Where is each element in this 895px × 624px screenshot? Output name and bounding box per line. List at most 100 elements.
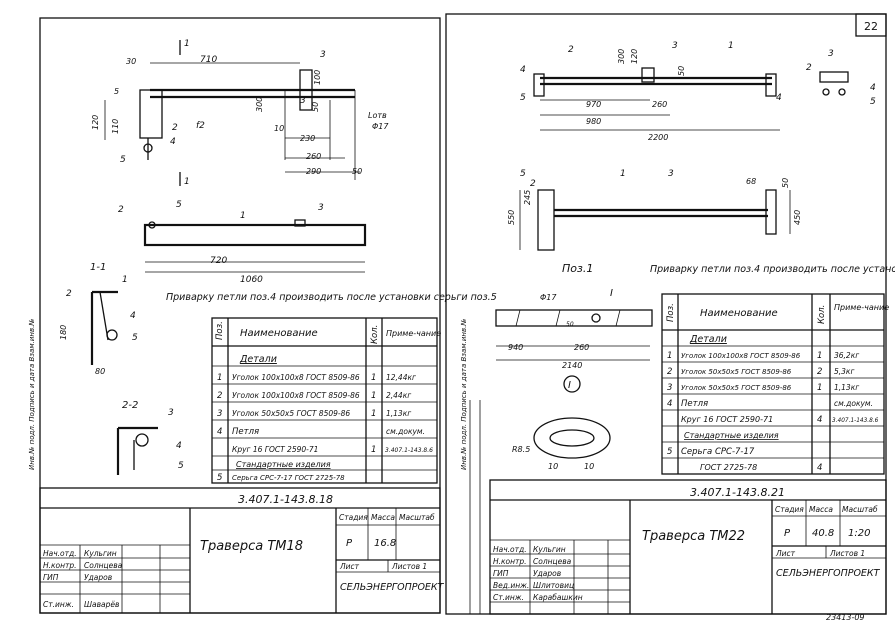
right-spec-r5-note: 3.407.1-143.8.6 (832, 418, 879, 424)
page-number: 22 (864, 20, 878, 33)
right-spec-r5-qty: 4 (817, 415, 822, 425)
left-spec-r2-pos: 2 (217, 391, 222, 401)
dim-30: 30 (126, 57, 136, 66)
right-signer-1-name: Солнцева (533, 557, 572, 566)
dim-10: 10 (274, 124, 284, 133)
callout-4: 4 (170, 137, 176, 147)
right-title: Траверса ТМ22 (642, 529, 745, 544)
dim-290: 290 (306, 167, 321, 176)
left-spec-r6-name: Стандартные изделия (236, 460, 331, 469)
right-org: СЕЛЬЭНЕРГОПРОЕКТ (776, 568, 881, 579)
right-spec-r3-note: 1,13кг (834, 383, 859, 392)
loop-detail (533, 417, 611, 459)
sec-callout-5: 5 (132, 333, 138, 343)
r-det-10a: 10 (548, 462, 558, 471)
left-spec-h-note: Приме-чание (386, 329, 441, 338)
right-spec-h-name: Наименование (700, 308, 778, 319)
plan-callout-1: 1 (240, 211, 246, 221)
dim-710: 710 (200, 55, 217, 65)
left-spec-r1-note: 12,44кг (386, 373, 416, 382)
left-note: Приварку петли поз.4 производить после у… (166, 292, 497, 303)
sec-dim-80: 80 (95, 367, 105, 376)
r-callout-3b: 3 (828, 49, 834, 59)
plan-callout-2: 2 (118, 205, 124, 215)
right-spec-r2-pos: 2 (667, 367, 672, 377)
r-plan-68: 68 (746, 177, 756, 186)
r-dim-300: 300 (617, 49, 626, 64)
right-title-block (469, 400, 887, 615)
right-doc-code: 3.407.1-143.8.21 (690, 486, 785, 499)
right-spec-r1-qty: 1 (817, 351, 822, 361)
r-plan-550: 550 (507, 210, 516, 225)
left-spec-r1-pos: 1 (217, 373, 222, 383)
callout-f2: f2 (196, 121, 205, 131)
left-spec-r3-name: Уголок 50x50x5 ГОСТ 8509-86 (232, 409, 350, 418)
r-callout-4c: 4 (870, 83, 876, 93)
r-callout-3: 3 (672, 41, 678, 51)
left-signer-4-name: Шаварёв (84, 600, 119, 609)
r-det-2140: 2140 (562, 361, 582, 370)
r-dim-2200: 2200 (648, 133, 668, 142)
right-signer-3-name: Шлитовиц (533, 581, 574, 590)
r-plan-callout-5: 5 (520, 169, 526, 179)
plan-dim-1060: 1060 (240, 275, 263, 285)
section-mark-1-top: 1 (184, 39, 190, 49)
right-sheets-label: Листов 1 (829, 549, 865, 558)
left-spec-r1-qty: 1 (371, 373, 376, 383)
left-spec-r7-name: Серьга СРС-7-17 ГОСТ 2725-78 (232, 474, 345, 482)
marker-circle (563, 375, 581, 393)
left-mass-label: Масса (371, 513, 395, 522)
r-dim-120: 120 (630, 49, 639, 64)
sec-dim-180: 180 (59, 325, 68, 340)
right-spec-r7-name: Серьга СРС-7-17 (681, 447, 755, 457)
right-spec-r3-pos: 3 (667, 383, 672, 393)
r-det-phi17: Φ17 (540, 293, 557, 302)
dim-260: 260 (306, 152, 321, 161)
right-spec-r2-name: Уголок 50x50x5 ГОСТ 8509-86 (681, 368, 792, 376)
left-front-view (104, 40, 360, 186)
right-spec-h-note: Приме-чание (834, 303, 889, 312)
r-det-10b: 10 (584, 462, 594, 471)
section-1-1-view (90, 290, 118, 365)
right-signer-2-name: Ударов (533, 569, 561, 578)
pos-1-caption: Поз.1 (562, 262, 593, 275)
right-scale-label: Масштаб (842, 505, 878, 514)
left-spec-h-name: Наименование (240, 328, 318, 339)
r-plan-callout-3: 3 (668, 169, 674, 179)
left-org: СЕЛЬЭНЕРГОПРОЕКТ (340, 582, 445, 593)
right-detail-view (495, 309, 653, 459)
r-det-50: 50 (566, 321, 574, 328)
r-marker-top: I (610, 288, 613, 299)
r-plan-callout-2: 2 (530, 179, 536, 189)
left-stage-label: Стадия (339, 513, 368, 522)
right-spec-r7-pos: 5 (667, 447, 672, 457)
sec2-callout-5: 5 (178, 461, 184, 471)
plan-dim-720: 720 (210, 256, 227, 266)
r-callout-1: 1 (728, 41, 734, 51)
left-spec-r4-pos: 4 (217, 427, 222, 437)
right-spec-r4-note: см.докум. (834, 399, 873, 408)
right-spec-r6-name: Стандартные изделия (684, 431, 779, 440)
right-spec-r1-note: 36,2кг (834, 351, 859, 360)
left-side-stamp: Инв.№ подл. Подпись и дата Взам.инв.№ (28, 318, 36, 470)
right-spec-r3-name: Уголок 50x50x5 ГОСТ 8509-86 (681, 384, 792, 392)
right-spec-table (661, 293, 885, 475)
section-2-2-title: 2-2 (122, 400, 138, 411)
r-callout-4: 4 (520, 65, 526, 75)
left-spec-r5-note: 3.407.1-143.8.6 (385, 447, 433, 454)
left-stage: Р (346, 538, 353, 549)
r-marker: I (568, 380, 571, 391)
sec2-callout-3: 3 (168, 408, 174, 418)
r-plan-450: 450 (793, 210, 802, 225)
r-callout-2b: 2 (806, 63, 812, 73)
right-signer-2-role: ГИП (493, 569, 509, 578)
sec-callout-2: 2 (66, 289, 72, 299)
r-plan-245: 245 (523, 190, 532, 205)
left-spec-r2-note: 2,44кг (386, 391, 411, 400)
left-signer-4-role: Ст.инж. (43, 600, 74, 609)
right-stage-label: Стадия (775, 505, 804, 514)
left-spec-h-pos: Поз. (215, 321, 225, 340)
left-note-line: Приварку петли поз.4 производить после у… (166, 292, 497, 303)
right-mass: 40.8 (812, 528, 834, 539)
plan-callout-3: 3 (318, 203, 324, 213)
